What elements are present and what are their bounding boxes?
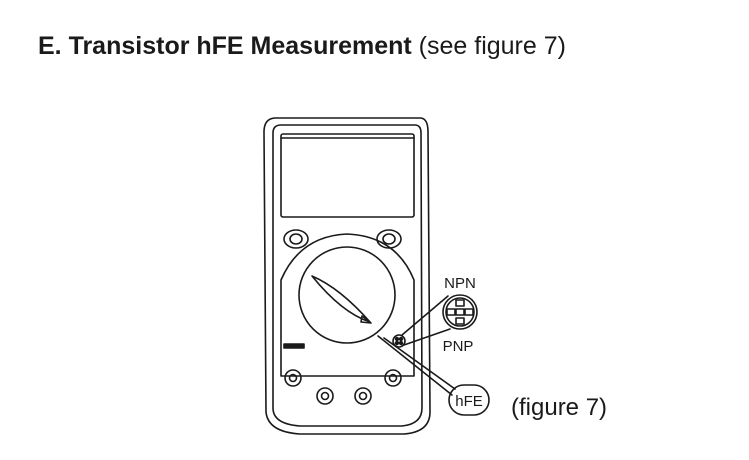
- dial-pointer-arrow: [360, 315, 372, 324]
- left-function-button-inner: [289, 233, 303, 245]
- enlarged-transistor-socket: [442, 294, 478, 330]
- panel-hfe-socket: [392, 334, 406, 348]
- dial-pointer: [311, 275, 371, 323]
- range-indicator-mark: [283, 343, 305, 349]
- section-heading-title: E. Transistor hFE Measurement: [38, 32, 412, 60]
- callout-line-2: [383, 337, 456, 390]
- input-jack-1: [284, 369, 302, 387]
- input-jack-4: [354, 387, 372, 405]
- input-jack-2: [384, 369, 402, 387]
- callout-line-1: [377, 335, 453, 396]
- dial-panel: [280, 233, 415, 377]
- right-function-button: [376, 229, 402, 249]
- left-function-button: [283, 229, 309, 249]
- pnp-label: PNP: [443, 338, 474, 355]
- multimeter-body-outline: [263, 117, 431, 435]
- section-heading-reference: (see figure 7): [411, 32, 566, 60]
- figure-caption: (figure 7): [511, 394, 608, 421]
- zoom-line-upper: [401, 295, 449, 336]
- input-jack-3: [316, 387, 334, 405]
- section-heading: E. Transistor hFE Measurement (see figur…: [38, 30, 566, 62]
- multimeter-inner-bezel: [272, 124, 423, 427]
- zoom-line-lower: [403, 328, 451, 346]
- right-function-button-inner: [382, 233, 396, 245]
- hfe-callout-label: hFE: [455, 393, 483, 410]
- hfe-callout-oval: [448, 384, 490, 416]
- npn-label: NPN: [444, 275, 476, 292]
- rotary-dial: [298, 246, 396, 344]
- lcd-display: [280, 133, 415, 218]
